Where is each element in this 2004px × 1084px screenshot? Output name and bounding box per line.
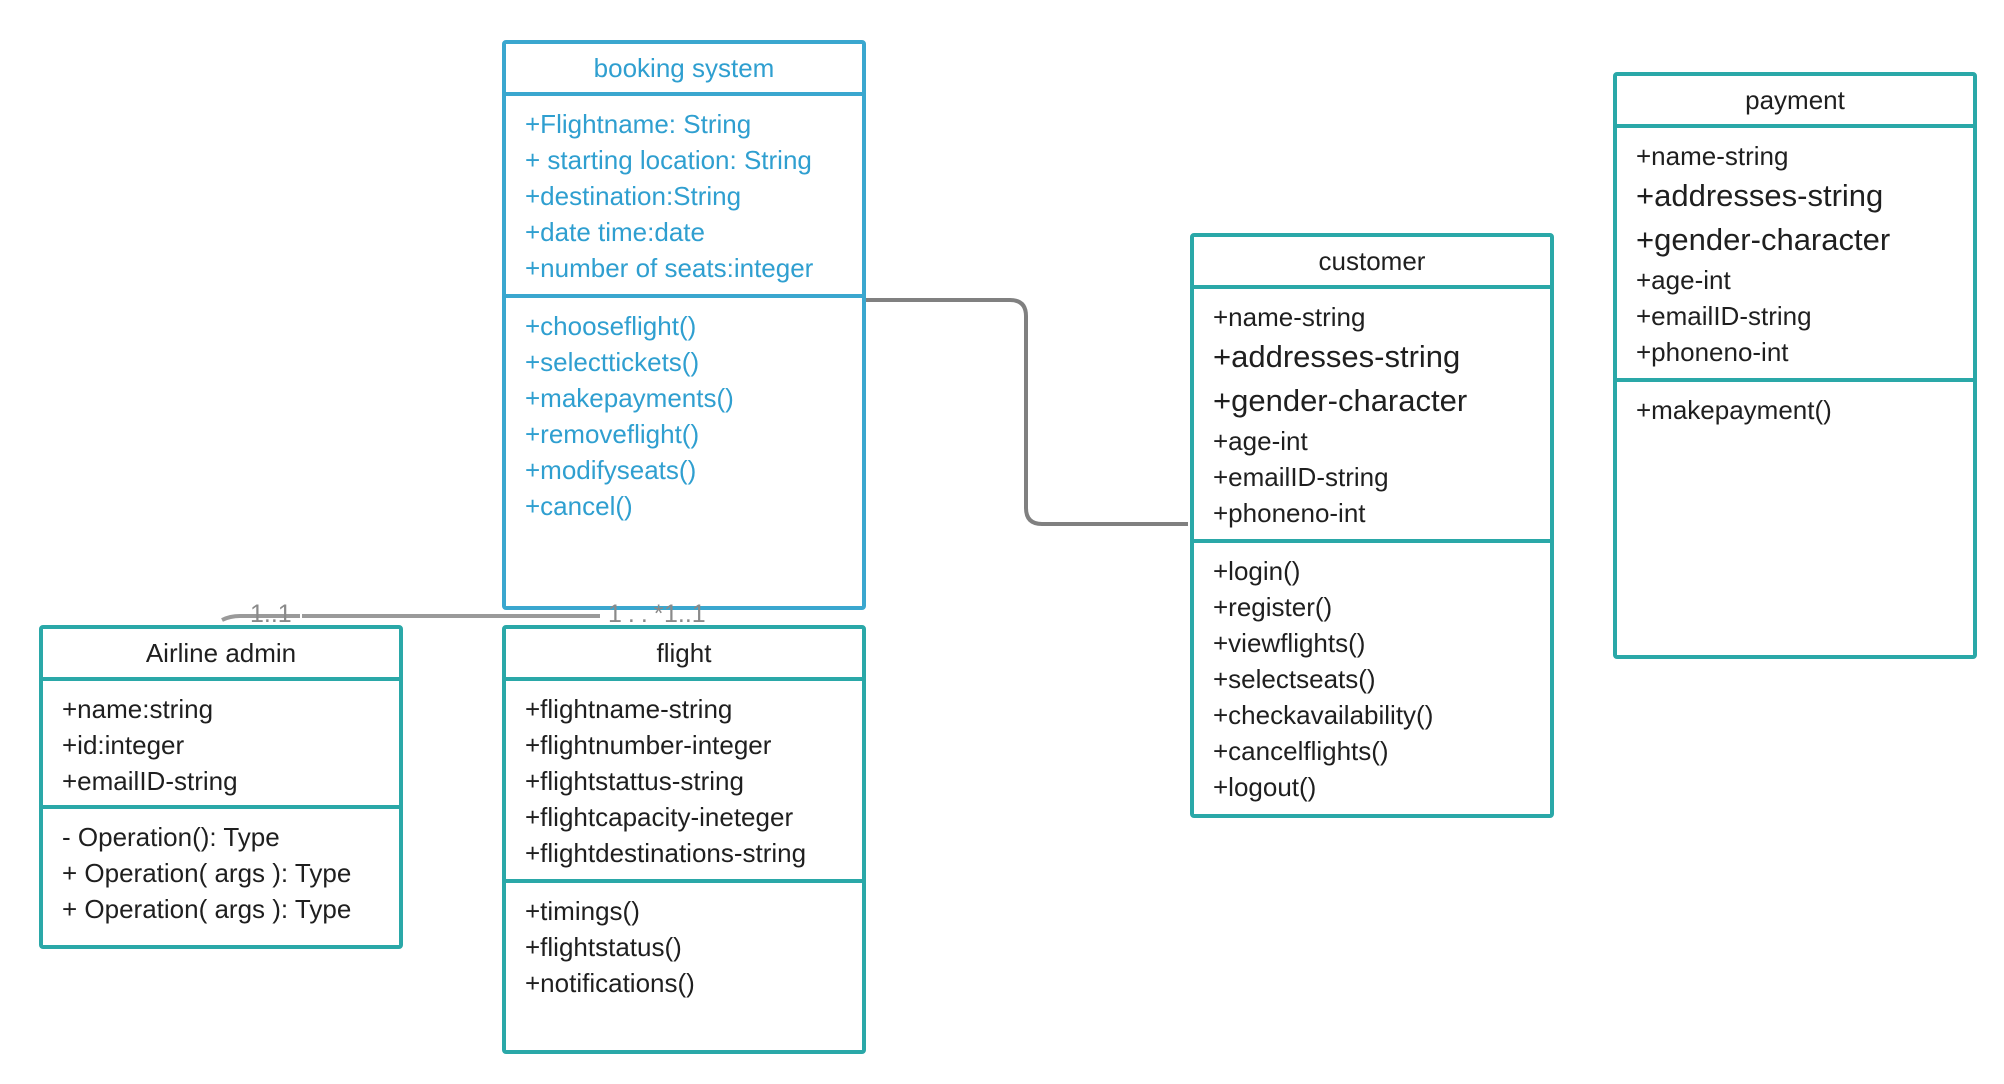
attribute: +name:string (62, 694, 214, 724)
attributes-section: +flightname-string +flightnumber-integer… (506, 681, 862, 883)
attributes-section: +Flightname: String + starting location:… (506, 96, 862, 298)
operation: - Operation(): Type (62, 822, 280, 852)
class-customer[interactable]: customer +name-string +addresses-string … (1190, 233, 1554, 818)
attribute: +gender-character (1213, 383, 1468, 418)
class-flight[interactable]: flight +flightname-string +flightnumber-… (502, 625, 866, 1054)
attribute: +name-string (1636, 141, 1789, 171)
multiplicity-admin-end: 1..1 (250, 600, 292, 628)
attribute: +gender-character (1636, 222, 1891, 257)
operation: +cancelflights() (1213, 736, 1389, 766)
multiplicity-flight-end-b: 1..1 (664, 600, 706, 628)
attribute: +phoneno-int (1636, 337, 1789, 367)
class-name: payment (1617, 76, 1973, 128)
operation: +selecttickets() (525, 347, 700, 377)
attribute: +flightcapacity-ineteger (525, 802, 794, 832)
attributes-section: +name-string +addresses-string +gender-c… (1194, 289, 1550, 543)
operation: +viewflights() (1213, 628, 1366, 658)
attribute: + starting location: String (525, 145, 812, 175)
operation: +makepayments() (525, 383, 734, 413)
operation: +selectseats() (1213, 664, 1376, 694)
operation: + Operation( args ): Type (62, 858, 352, 888)
operations-section: +chooseflight() +selecttickets() +makepa… (506, 298, 862, 530)
class-name: booking system (506, 44, 862, 96)
operation: +notifications() (525, 968, 695, 998)
attribute: +emailID-string (1636, 301, 1812, 331)
operation: +flightstatus() (525, 932, 682, 962)
attribute: +flightstattus-string (525, 766, 744, 796)
operation: +login() (1213, 556, 1301, 586)
association-booking-customer (866, 298, 1188, 526)
operation: +register() (1213, 592, 1333, 622)
operation: +cancel() (525, 491, 633, 521)
attributes-section: +name:string +id:integer +emailID-string (43, 681, 399, 809)
attribute: +id:integer (62, 730, 185, 760)
operation: +removeflight() (525, 419, 700, 449)
attributes-section: +name-string +addresses-string +gender-c… (1617, 128, 1973, 382)
class-name: customer (1194, 237, 1550, 289)
class-payment[interactable]: payment +name-string +addresses-string +… (1613, 72, 1977, 659)
class-airline-admin[interactable]: Airline admin +name:string +id:integer +… (39, 625, 403, 949)
attribute: +addresses-string (1636, 178, 1884, 213)
multiplicity-flight-end-a: 1..* (608, 600, 670, 628)
attribute: +emailID-string (1213, 462, 1389, 492)
attribute: +flightdestinations-string (525, 838, 807, 868)
attribute: +date time:date (525, 217, 705, 247)
operation: + Operation( args ): Type (62, 894, 352, 924)
attribute: +destination:String (525, 181, 742, 211)
operation: +checkavailability() (1213, 700, 1434, 730)
operations-section: - Operation(): Type + Operation( args ):… (43, 809, 399, 933)
operation: +timings() (525, 896, 640, 926)
operation: +modifyseats() (525, 455, 697, 485)
attribute: +name-string (1213, 302, 1366, 332)
attribute: +age-int (1636, 265, 1731, 295)
attribute: +addresses-string (1213, 339, 1461, 374)
attribute: +emailID-string (62, 766, 238, 796)
attribute: +flightname-string (525, 694, 733, 724)
attribute: +phoneno-int (1213, 498, 1366, 528)
operations-section: +makepayment() (1617, 382, 1973, 434)
operations-section: +timings() +flightstatus() +notification… (506, 883, 862, 1007)
operation: +makepayment() (1636, 395, 1832, 425)
attribute: +flightnumber-integer (525, 730, 772, 760)
attribute: +age-int (1213, 426, 1308, 456)
class-booking-system[interactable]: booking system +Flightname: String + sta… (502, 40, 866, 610)
class-name: Airline admin (43, 629, 399, 681)
attribute: +Flightname: String (525, 109, 752, 139)
operation: +logout() (1213, 772, 1317, 802)
attribute: +number of seats:integer (525, 253, 814, 283)
class-name: flight (506, 629, 862, 681)
operations-section: +login() +register() +viewflights() +sel… (1194, 543, 1550, 811)
operation: +chooseflight() (525, 311, 697, 341)
